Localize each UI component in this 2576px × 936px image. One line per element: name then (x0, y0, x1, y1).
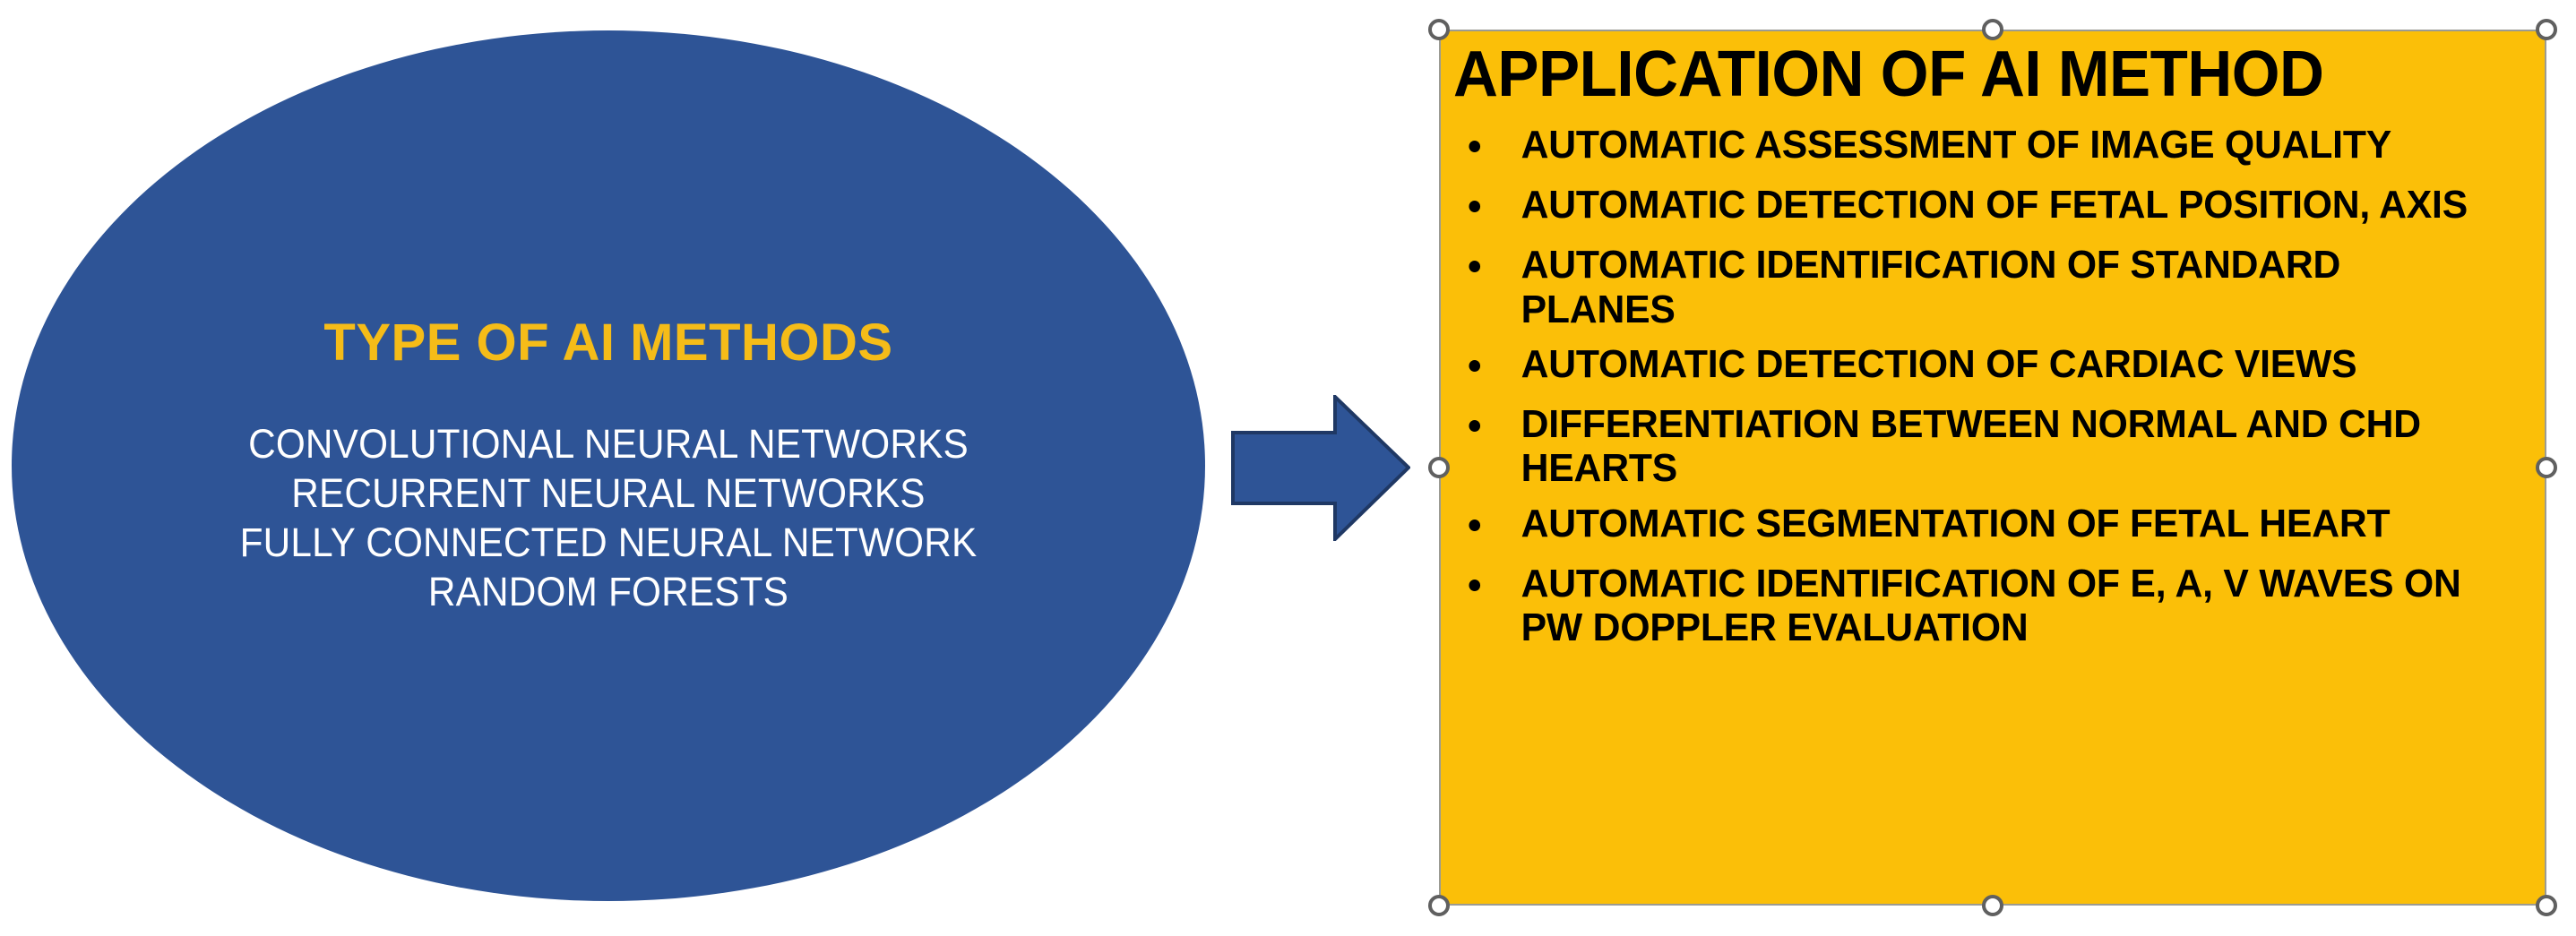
list-item: DIFFERENTIATION BETWEEN NORMAL AND CHD H… (1453, 402, 2474, 491)
list-item: AUTOMATIC DETECTION OF FETAL POSITION, A… (1453, 183, 2474, 227)
list-item-label: AUTOMATIC DETECTION OF CARDIAC VIEWS (1521, 341, 2357, 386)
bullet-dot-icon (1469, 420, 1481, 433)
bullet-dot-icon (1469, 359, 1481, 372)
list-item-label: AUTOMATIC IDENTIFICATION OF STANDARD PLA… (1521, 243, 2341, 331)
handle-bottom-left[interactable] (1428, 895, 1450, 916)
ellipse-line-3: FULLY CONNECTED NEURAL NETWORK (239, 519, 978, 565)
list-item: AUTOMATIC IDENTIFICATION OF STANDARD PLA… (1453, 243, 2474, 331)
handle-top-left[interactable] (1428, 19, 1450, 40)
ellipse-title: TYPE OF AI METHODS (323, 313, 893, 373)
list-item-label: AUTOMATIC DETECTION OF FETAL POSITION, A… (1521, 183, 2468, 228)
ellipse-text-block: TYPE OF AI METHODS CONVOLUTIONAL NEURAL … (12, 30, 1205, 901)
handle-middle-right[interactable] (2536, 457, 2557, 478)
bullet-dot-icon (1469, 519, 1481, 531)
ellipse-body-lines: CONVOLUTIONAL NEURAL NETWORKS RECURRENT … (12, 420, 1205, 617)
ellipse-line-2: RECURRENT NEURAL NETWORKS (291, 470, 926, 516)
yellow-textbox-content: APPLICATION OF AI METHOD AUTOMATIC ASSES… (1441, 31, 2545, 904)
list-item-label: AUTOMATIC SEGMENTATION OF FETAL HEART (1521, 501, 2391, 545)
bullet-dot-icon (1469, 579, 1481, 591)
bullet-dot-icon (1469, 261, 1481, 273)
handle-top-center[interactable] (1982, 19, 2003, 40)
right-arrow-icon[interactable] (1231, 395, 1410, 541)
list-item-label: AUTOMATIC IDENTIFICATION OF E, A, V WAVE… (1521, 561, 2461, 650)
bullet-dot-icon (1469, 140, 1481, 152)
ellipse-shape-ai-methods[interactable]: TYPE OF AI METHODS CONVOLUTIONAL NEURAL … (12, 30, 1205, 901)
handle-top-right[interactable] (2536, 19, 2557, 40)
box-title: APPLICATION OF AI METHOD (1453, 39, 2324, 110)
list-item: AUTOMATIC IDENTIFICATION OF E, A, V WAVE… (1453, 562, 2474, 650)
ellipse-line-4: RANDOM FORESTS (427, 568, 789, 614)
ellipse-line-1: CONVOLUTIONAL NEURAL NETWORKS (248, 421, 969, 468)
list-item: AUTOMATIC DETECTION OF CARDIAC VIEWS (1453, 342, 2474, 386)
handle-middle-left[interactable] (1428, 457, 1450, 478)
handle-bottom-center[interactable] (1982, 895, 2003, 916)
handle-bottom-right[interactable] (2536, 895, 2557, 916)
list-item-label: DIFFERENTIATION BETWEEN NORMAL AND CHD H… (1521, 402, 2421, 491)
applications-bullet-list: AUTOMATIC ASSESSMENT OF IMAGE QUALITY AU… (1453, 123, 2505, 650)
yellow-textbox-applications[interactable]: APPLICATION OF AI METHOD AUTOMATIC ASSES… (1439, 30, 2546, 906)
list-item: AUTOMATIC SEGMENTATION OF FETAL HEART (1453, 502, 2474, 545)
bullet-dot-icon (1469, 201, 1481, 213)
list-item: AUTOMATIC ASSESSMENT OF IMAGE QUALITY (1453, 123, 2474, 167)
list-item-label: AUTOMATIC ASSESSMENT OF IMAGE QUALITY (1521, 122, 2392, 167)
